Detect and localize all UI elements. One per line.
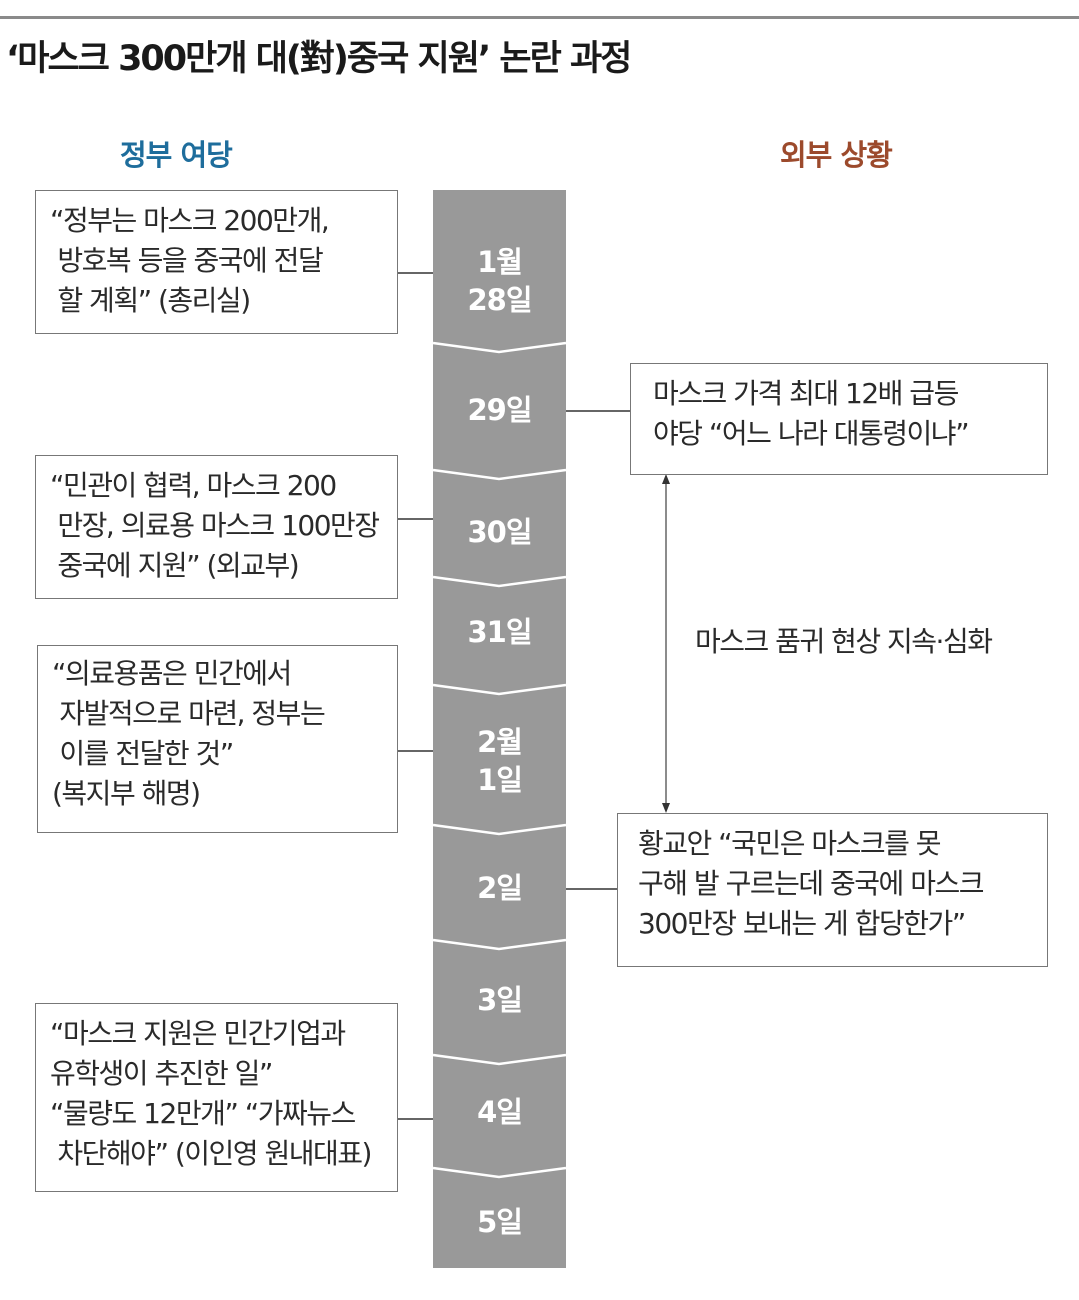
date-4: 4일 [477,1095,523,1129]
date-3: 3일 [477,983,523,1017]
government-statement: “민관이 협력, 마스크 200 만장, 의료용 마스크 100만장 중국에 지… [35,455,398,599]
ongoing-note: 마스크 품귀 현상 지속·심화 [695,625,993,658]
arrow-head-up [662,474,670,484]
connector [566,410,630,412]
date-2: 2일 [477,871,523,905]
timeline-divider [432,938,567,951]
connector [398,272,433,274]
arrow-head-down [662,803,670,813]
date-5: 5일 [477,1205,523,1239]
timeline-background [433,190,566,1268]
column-header-government: 정부 여당 [120,138,233,172]
timeline-divider [432,1053,567,1066]
connector [398,750,433,752]
timeline-divider [432,683,567,696]
government-statement: “마스크 지원은 민간기업과 유학생이 추진한 일” “물량도 12만개” “가… [35,1003,398,1192]
timeline-divider [432,468,567,481]
top-rule [0,16,1079,19]
timeline-divider [432,1166,567,1179]
column-header-external: 외부 상황 [780,138,893,172]
date-jan-28: 1월 28일 [467,245,532,317]
connector [566,888,617,890]
connector [398,518,433,520]
connector [398,1118,433,1120]
date-feb-1: 2월 1일 [477,725,523,797]
timeline-divider [432,341,567,354]
external-event: 황교안 “국민은 마스크를 못 구해 발 구르는데 중국에 마스크 300만장 … [617,813,1048,967]
government-statement: “의료용품은 민간에서 자발적으로 마련, 정부는 이를 전달한 것” (복지부… [37,645,398,833]
date-30: 30일 [467,515,532,549]
date-31: 31일 [467,615,532,649]
external-event: 마스크 가격 최대 12배 급등 야당 “어느 나라 대통령이냐” [630,363,1048,475]
timeline-divider [432,575,567,588]
date-29: 29일 [467,393,532,427]
page-title: ‘마스크 300만개 대(對)중국 지원’ 논란 과정 [6,39,632,79]
government-statement: “정부는 마스크 200만개, 방호복 등을 중국에 전달 할 계획” (총리실… [35,190,398,334]
timeline-divider [432,823,567,836]
